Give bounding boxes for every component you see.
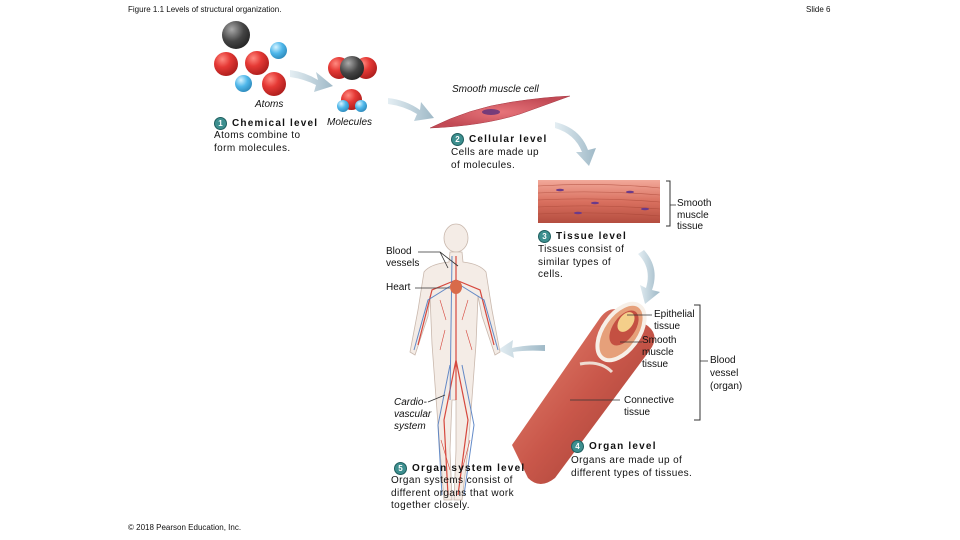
connective-tissue-label-1: Connective — [624, 395, 675, 406]
slide-number: Slide 6 — [806, 5, 831, 14]
water-hydrogen-atom — [337, 100, 349, 112]
level-2-description: Cells are made up of molecules. — [451, 147, 539, 172]
blood-vessel-organ-label-2: vessel — [710, 368, 739, 379]
level-3-title: Tissue level — [556, 231, 627, 242]
water-hydrogen-atom — [355, 100, 367, 112]
level-3-desc-line: Tissues consist of — [538, 244, 625, 255]
level-2-heading: 2 Cellular level — [451, 133, 548, 146]
oxygen-atom — [262, 72, 286, 96]
level-5-desc-line: Organ systems consist of — [391, 475, 513, 486]
level-5-desc-line: together closely. — [391, 500, 470, 511]
level-4-title: Organ level — [589, 441, 657, 452]
vessel-smooth-muscle-label-1: Smooth — [642, 335, 677, 346]
epithelial-tissue-label-1: Epithelial — [654, 309, 695, 320]
smooth-muscle-tissue-label-1: Smooth — [677, 198, 712, 209]
blood-vessel-organ-label-1: Blood — [710, 355, 736, 366]
smooth-muscle-tissue-image — [537, 180, 661, 223]
oxygen-atom — [214, 52, 238, 76]
level-1-description: Atoms combine to form molecules. — [214, 130, 300, 155]
level-3-desc-line: cells. — [538, 269, 564, 280]
level-2-number: 2 — [451, 133, 464, 146]
co2-carbon-atom — [340, 56, 364, 80]
smooth-muscle-tissue-bracket — [666, 180, 671, 227]
blood-vessel-bracket — [694, 304, 701, 421]
human-body-image — [409, 223, 501, 501]
vessel-smooth-muscle-label-3: tissue — [642, 359, 669, 370]
flow-arrow-2 — [388, 98, 434, 121]
cardiovascular-label-2: vascular — [394, 409, 432, 420]
molecules-label: Molecules — [327, 117, 373, 128]
level-5-description: Organ systems consist of different organ… — [391, 475, 514, 513]
cardiovascular-label-3: system — [394, 421, 426, 432]
level-3-number: 3 — [538, 230, 551, 243]
level-3-desc-line: similar types of — [538, 256, 612, 268]
flow-arrow-1 — [290, 70, 333, 92]
level-4-heading: 4 Organ level — [571, 440, 657, 453]
copyright: © 2018 Pearson Education, Inc. — [128, 523, 242, 532]
heart-label: Heart — [386, 282, 411, 293]
cardiovascular-label-1: Cardio- — [394, 397, 427, 408]
level-1-title: Chemical level — [232, 118, 319, 129]
oxygen-atom — [245, 51, 269, 75]
level-1-heading: 1 Chemical level — [214, 117, 318, 130]
hydrogen-atom — [270, 42, 287, 59]
figure-title: Figure 1.1 Levels of structural organiza… — [128, 5, 282, 14]
level-1-desc-line: form molecules. — [214, 142, 291, 154]
level-3-heading: 3 Tissue level — [538, 230, 627, 243]
smooth-muscle-tissue-label-2: muscle — [677, 210, 709, 221]
level-2-desc-line: of molecules. — [451, 159, 516, 171]
smooth-muscle-tissue-label-3: tissue — [677, 221, 704, 232]
level-1-desc-line: Atoms combine to — [214, 130, 301, 141]
flow-arrow-5 — [498, 340, 545, 358]
smooth-muscle-cell-label: Smooth muscle cell — [452, 84, 539, 95]
carbon-atom — [222, 21, 250, 49]
level-4-description: Organs are made up of different types of… — [571, 455, 692, 480]
blood-vessels-label-2: vessels — [386, 258, 420, 269]
flow-arrow-3 — [555, 122, 596, 166]
flow-arrow-4 — [638, 250, 660, 304]
level-4-desc-line: Organs are made up of — [571, 455, 683, 466]
connective-tissue-label-2: tissue — [624, 407, 651, 418]
blood-vessels-label-1: Blood — [386, 246, 412, 257]
vessel-smooth-muscle-label-2: muscle — [642, 347, 674, 358]
level-5-number: 5 — [394, 462, 407, 475]
level-5-title: Organ system level — [412, 463, 526, 474]
level-5-desc-line: different organs that work — [391, 487, 515, 499]
epithelial-tissue-label-2: tissue — [654, 321, 681, 332]
blood-vessel-organ-label-3: (organ) — [710, 381, 743, 392]
level-4-desc-line: different types of tissues. — [571, 467, 693, 479]
level-1-number: 1 — [214, 117, 227, 130]
level-5-heading: 5 Organ system level — [394, 462, 525, 475]
level-3-description: Tissues consist of similar types of cell… — [538, 244, 624, 282]
hydrogen-atom — [235, 75, 252, 92]
level-2-desc-line: Cells are made up — [451, 147, 539, 158]
atoms-label: Atoms — [255, 99, 284, 110]
level-4-number: 4 — [571, 440, 584, 453]
level-2-title: Cellular level — [469, 134, 548, 145]
